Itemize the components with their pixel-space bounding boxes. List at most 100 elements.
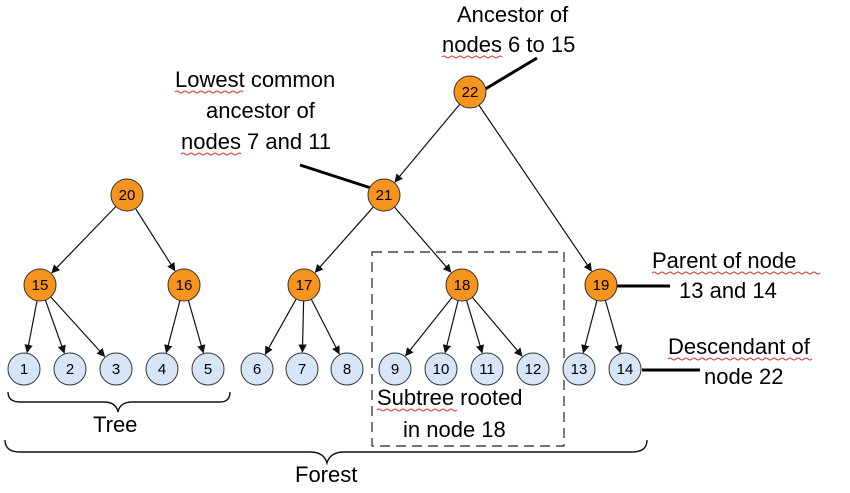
- ancestor-annotation: Ancestor of nodes 6 to 15: [441, 2, 575, 59]
- parent-annotation: Parent of node 13 and 14: [651, 248, 821, 303]
- tree-label: Tree: [93, 412, 137, 437]
- node-circle: [445, 268, 479, 302]
- node-circle: [330, 352, 364, 386]
- node-label: 15: [32, 277, 49, 294]
- node-label: 13: [571, 361, 588, 378]
- node-label: 14: [617, 361, 634, 378]
- leaf-node-14: 14: [608, 352, 642, 386]
- leaf-node-13: 13: [562, 352, 596, 386]
- leaf-node-10: 10: [424, 352, 458, 386]
- spellcheck-underline: [651, 271, 821, 275]
- node-label: 18: [454, 277, 471, 294]
- edge-15-to-1: [24, 300, 38, 354]
- node-label: 8: [343, 361, 351, 378]
- node-label: 6: [253, 361, 261, 378]
- node-circle: [240, 352, 274, 386]
- spellcheck-underline: [174, 90, 244, 94]
- tree-brace: [7, 391, 231, 413]
- node-circle: [367, 178, 401, 212]
- node-circle: [378, 352, 412, 386]
- node-label: 7: [298, 361, 306, 378]
- node-label: 11: [479, 361, 495, 378]
- parent-line-2: 13 and 14: [679, 278, 777, 303]
- node-label: 3: [112, 361, 120, 378]
- edge-21-to-18: [394, 206, 452, 273]
- edges-layer: [24, 103, 623, 358]
- leaf-node-4: 4: [145, 352, 179, 386]
- descendant-line-1: Descendant of: [668, 334, 811, 359]
- edge-17-to-6: [264, 298, 297, 355]
- leaf-node-3: 3: [99, 352, 133, 386]
- edge-18-to-11: [465, 300, 485, 354]
- leaf-node-2: 2: [53, 352, 87, 386]
- node-label: 20: [119, 187, 136, 204]
- spellcheck-underline: [180, 152, 242, 156]
- node-circle: [99, 352, 133, 386]
- lca-callout-line: [299, 163, 375, 191]
- leaf-node-9: 9: [378, 352, 412, 386]
- internal-node-17: 17: [287, 268, 321, 302]
- node-circle: [424, 352, 458, 386]
- subtree-line-1: Subtree rooted: [377, 385, 523, 410]
- node-circle: [285, 352, 319, 386]
- leaf-node-5: 5: [191, 352, 225, 386]
- spellcheck-underline: [667, 357, 813, 361]
- edge-15-to-3: [50, 296, 106, 358]
- node-label: 9: [391, 361, 399, 378]
- edge-21-to-17: [314, 206, 374, 273]
- edge-18-to-9: [405, 297, 453, 357]
- edge-20-to-15: [51, 206, 117, 274]
- subtree-line-2: in node 18: [403, 417, 506, 442]
- internal-node-21: 21: [367, 178, 401, 212]
- edge-19-to-13: [581, 300, 598, 354]
- node-circle: [562, 352, 596, 386]
- descendant-annotation: Descendant of node 22: [667, 334, 813, 389]
- forest-label: Forest: [295, 462, 357, 487]
- internal-node-22: 22: [453, 75, 487, 109]
- ancestor-callout-line: [481, 56, 538, 93]
- internal-node-15: 15: [23, 268, 57, 302]
- node-label: 17: [296, 277, 313, 294]
- leaf-node-7: 7: [285, 352, 319, 386]
- leaf-node-12: 12: [516, 352, 550, 386]
- node-circle: [7, 352, 41, 386]
- node-label: 10: [433, 361, 450, 378]
- node-circle: [453, 75, 487, 109]
- node-label: 19: [593, 277, 610, 294]
- edge-18-to-12: [471, 296, 523, 357]
- node-label: 12: [525, 361, 542, 378]
- internal-node-18: 18: [445, 268, 479, 302]
- node-circle: [608, 352, 642, 386]
- node-label: 16: [176, 277, 193, 294]
- edge-15-to-2: [44, 299, 66, 354]
- node-circle: [167, 268, 201, 302]
- node-label: 22: [462, 84, 479, 101]
- lca-line-3: nodes 7 and 11: [181, 129, 331, 154]
- internal-node-20: 20: [110, 178, 144, 212]
- edge-22-to-21: [394, 103, 461, 183]
- spellcheck-underline: [441, 55, 503, 59]
- node-circle: [516, 352, 550, 386]
- node-circle: [191, 352, 225, 386]
- lca-annotation: Lowest common ancestor of nodes 7 and 11: [174, 67, 335, 156]
- edge-17-to-8: [310, 298, 340, 355]
- node-label: 4: [158, 361, 166, 378]
- node-circle: [53, 352, 87, 386]
- edge-22-to-19: [478, 104, 592, 272]
- ancestor-line-1: Ancestor of: [457, 2, 569, 27]
- node-circle: [145, 352, 179, 386]
- leaf-node-11: 11: [470, 352, 504, 386]
- subtree-box: [371, 251, 565, 447]
- node-label: 1: [20, 361, 28, 378]
- node-label: 21: [376, 187, 393, 204]
- parent-line-1: Parent of node: [652, 248, 796, 273]
- edge-20-to-16: [135, 208, 176, 272]
- lca-line-2: ancestor of: [206, 98, 316, 123]
- edge-17-to-7: [298, 300, 307, 353]
- descendant-line-2: node 22: [704, 364, 784, 389]
- spellcheck-underline: [376, 408, 458, 412]
- node-circle: [287, 268, 321, 302]
- edge-19-to-14: [604, 300, 623, 354]
